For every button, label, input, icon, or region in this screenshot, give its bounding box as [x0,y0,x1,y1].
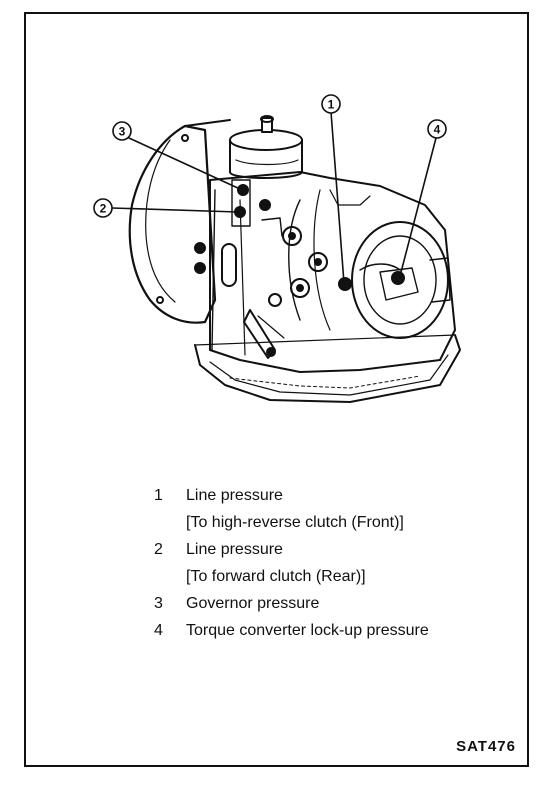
legend-text: Governor pressure [186,595,320,612]
callout-2: 2 [93,198,239,218]
oil-pan [194,334,461,403]
callout-2-label: 2 [100,202,107,216]
callout-3: 3 [112,121,241,190]
converter-housing [128,119,231,324]
callout-4-label: 4 [434,123,441,137]
transmission-case [209,171,456,373]
shift-lever [243,309,285,359]
legend-number: 2 [154,541,163,558]
legend-text: Torque converter lock-up pressure [186,622,429,639]
callout-4: 4 [399,119,447,277]
legend-item-3: 3 Governor pressure [154,590,524,617]
legend-subtext: [To forward clutch (Rear)] [186,568,366,585]
legend-subtext: [To high-reverse clutch (Front)] [186,514,404,531]
callout-1: 1 [321,94,345,284]
legend-item-2: 2 Line pressure [To forward clutch (Rear… [154,536,524,590]
legend-text: Line pressure [186,541,283,558]
top-dome [229,115,303,179]
figure-code: SAT476 [456,738,516,755]
legend-item-4: 4 Torque converter lock-up pressure [154,617,524,644]
transmission-illustration: 1 2 3 4 [93,94,461,403]
legend-number: 3 [154,595,163,612]
legend-number: 1 [154,487,163,504]
legend-item-1: 1 Line pressure [To high-reverse clutch … [154,482,524,536]
figure-frame [24,12,529,767]
callout-3-label: 3 [119,125,126,139]
legend-number: 4 [154,622,163,639]
callout-1-label: 1 [328,98,335,112]
legend-text: Line pressure [186,487,283,504]
legend: 1 Line pressure [To high-reverse clutch … [154,482,524,644]
